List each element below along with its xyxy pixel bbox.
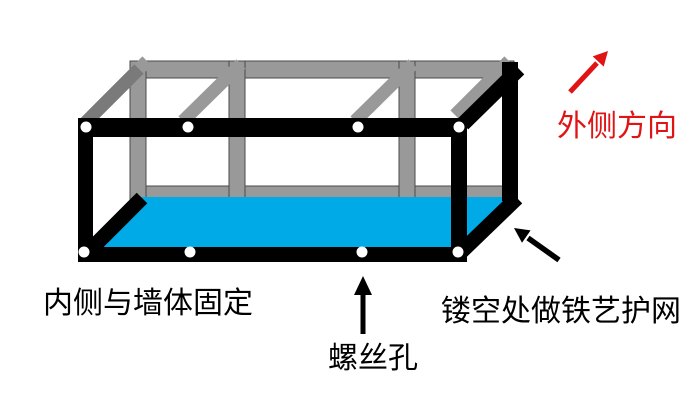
- screw-hole: [80, 121, 92, 133]
- front-bottom-rail: [78, 247, 467, 262]
- back-right-post: [502, 62, 518, 201]
- back-top-rail: [129, 60, 515, 79]
- outward-direction-annotation: 外侧方向: [557, 51, 677, 144]
- screw-hole: [352, 121, 364, 133]
- bottom-left-corner-beam: [82, 192, 148, 258]
- front-right-post: [451, 118, 467, 262]
- mesh-arrowhead-icon: [514, 228, 531, 243]
- screw-hole: [184, 246, 196, 258]
- bottom-right-corner-beam: [454, 192, 523, 259]
- depth-brace-2: [350, 59, 418, 126]
- outward-direction-arrowhead-icon: [592, 51, 608, 67]
- mesh-annotation: 镂空处做铁艺护网: [441, 228, 681, 329]
- screw-hole: [78, 246, 90, 258]
- inner-side-label: 内侧与墙体固定: [43, 286, 253, 321]
- screw-holes: [78, 121, 465, 258]
- screw-hole: [356, 246, 368, 258]
- screw-hole: [182, 121, 194, 133]
- front-left-post: [78, 118, 93, 262]
- outward-direction-arrow-icon: [568, 61, 599, 94]
- screw-hole-annotation: 螺丝孔: [328, 276, 418, 376]
- mesh-arrow-icon: [526, 235, 561, 263]
- mesh-label: 镂空处做铁艺护网: [441, 294, 681, 329]
- outward-direction-label: 外侧方向: [557, 109, 677, 144]
- top-left-corner-beam-dark: [78, 64, 144, 130]
- front-frame: [78, 62, 525, 262]
- screw-hole: [452, 246, 464, 258]
- front-top-rail: [78, 118, 467, 137]
- screw-hole-arrowhead-icon: [354, 276, 372, 295]
- floor-panel: [96, 197, 516, 247]
- depth-brace-1: [178, 59, 246, 126]
- screw-hole: [453, 121, 465, 133]
- screw-hole-label: 螺丝孔: [328, 341, 418, 376]
- top-right-corner-beam-light: [450, 56, 514, 120]
